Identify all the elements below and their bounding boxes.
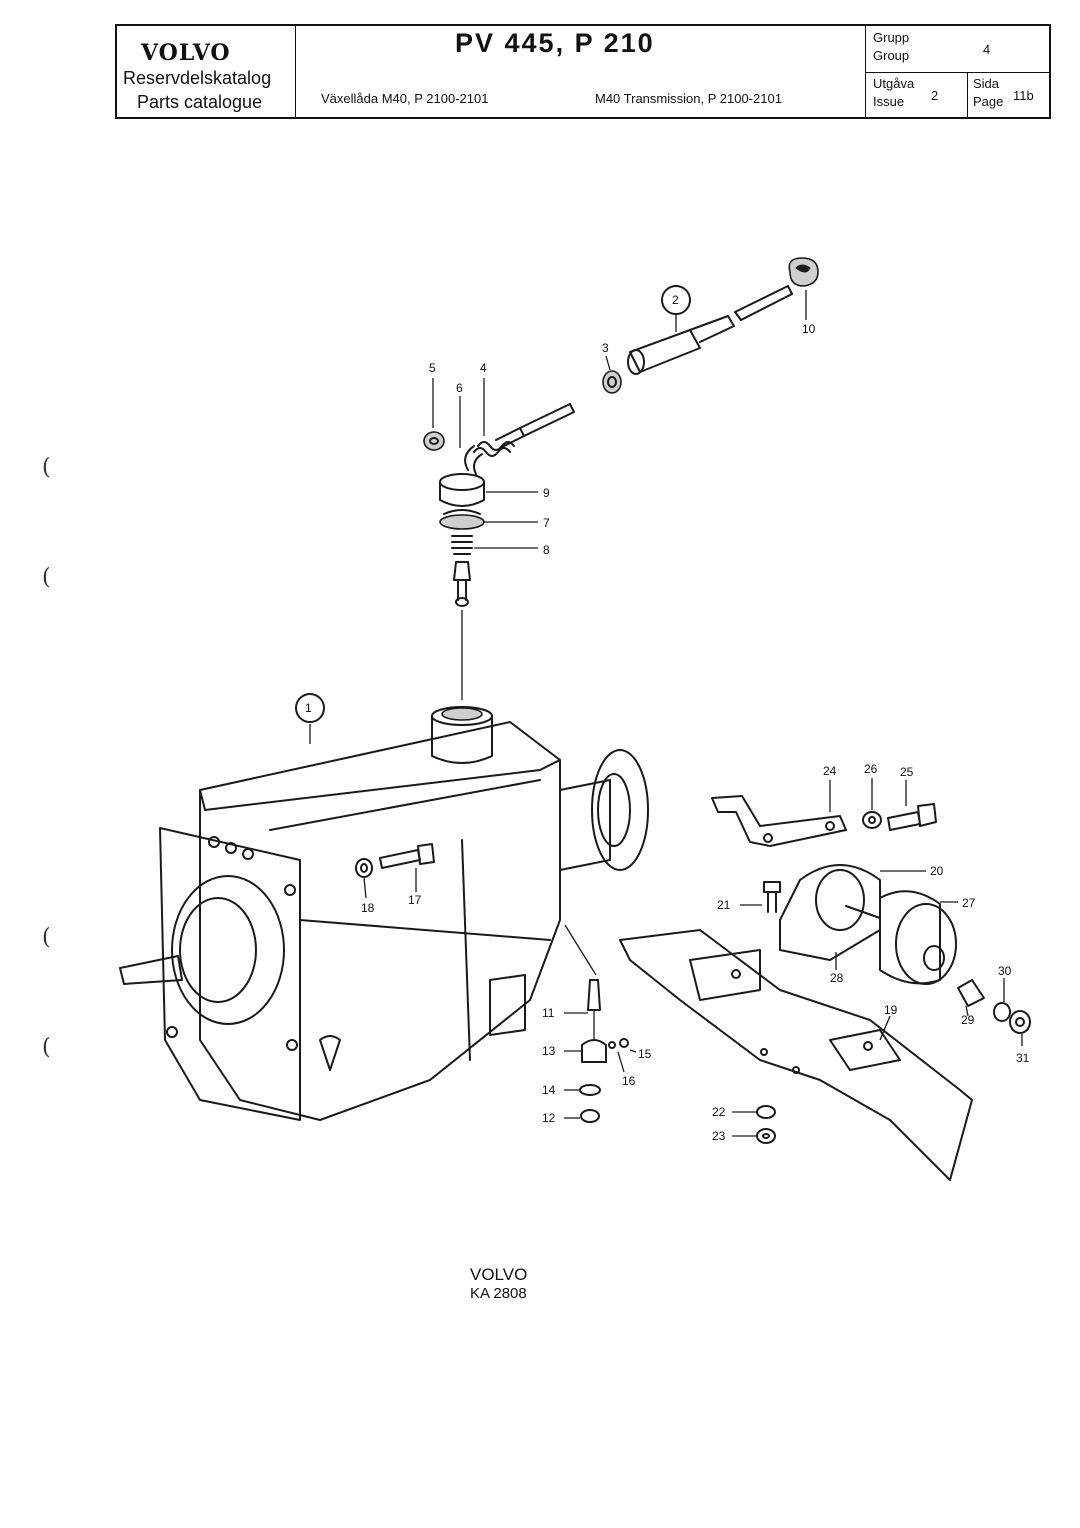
gear-lever-knob (788, 257, 819, 287)
washer-30 (993, 1002, 1011, 1022)
callout-13: 13 (542, 1044, 556, 1058)
callout-16: 16 (622, 1074, 636, 1088)
header-divider (865, 26, 866, 117)
callout-24: 24 (823, 764, 837, 778)
callout-2: 2 (672, 293, 679, 307)
callout-23: 23 (712, 1129, 726, 1143)
callout-8: 8 (543, 543, 550, 557)
callout-27: 27 (962, 896, 976, 910)
header-divider (967, 72, 968, 117)
callout-15: 15 (638, 1047, 652, 1061)
washer-26 (862, 811, 882, 829)
group-value: 4 (983, 42, 991, 57)
callout-17: 17 (408, 893, 422, 907)
issue-label-sv: Utgåva (873, 76, 915, 91)
gear-lever-sleeve (627, 315, 735, 375)
callout-9: 9 (543, 486, 550, 500)
nut-23 (756, 1128, 776, 1144)
lever-spring (473, 441, 515, 457)
bolt-17 (379, 843, 435, 869)
callout-3: 3 (602, 341, 609, 355)
callout-29: 29 (961, 1013, 975, 1027)
callout-25: 25 (900, 765, 914, 779)
spring-washer (602, 370, 622, 394)
catalog-header: VOLVO Reservdelskatalog Parts catalogue … (115, 24, 1051, 119)
footer-code: KA 2808 (470, 1285, 527, 1302)
rear-flange (559, 749, 649, 871)
nut-31 (1009, 1010, 1031, 1034)
gearbox-housing (119, 721, 561, 1121)
header-divider (295, 26, 296, 117)
catalog-title-sv: Reservdelskatalog (123, 68, 272, 88)
callout-11: 11 (542, 1006, 555, 1020)
issue-label-en: Issue (873, 94, 905, 109)
subtitle-sv: Växellåda M40, P 2100-2101 (321, 91, 489, 106)
callout-14: 14 (542, 1083, 556, 1097)
spring-8 (451, 535, 473, 555)
callout-30: 30 (998, 964, 1012, 978)
callout-12: 12 (542, 1111, 556, 1125)
callout-20: 20 (930, 864, 944, 878)
washer-5 (423, 431, 445, 451)
dust-cover-9 (439, 473, 485, 507)
callout-21: 21 (717, 898, 731, 912)
rubber-mount-20 (779, 864, 881, 961)
lever-lower-bend (464, 445, 483, 475)
page-value: 11b (1013, 88, 1034, 103)
callout-circle-2 (661, 285, 691, 315)
margin-mark: ( (42, 925, 51, 950)
header-divider (865, 72, 1049, 73)
footer-stamp: VOLVO KA 2808 (470, 1265, 527, 1302)
page-label-en: Page (973, 94, 1004, 109)
issue-value: 2 (931, 88, 939, 103)
callout-28: 28 (830, 971, 844, 985)
margin-mark: ( (42, 1035, 51, 1060)
callout-10: 10 (802, 322, 816, 336)
gear-lever-rod (495, 403, 575, 449)
cup-7 (439, 509, 485, 530)
bracket-24 (711, 795, 847, 847)
callout-7: 7 (543, 516, 550, 530)
callout-circle-1 (295, 693, 325, 723)
page-label-sv: Sida (973, 76, 1000, 91)
brand-logo-text: VOLVO (141, 40, 231, 66)
callout-31: 31 (1016, 1051, 1030, 1065)
margin-mark: ( (42, 455, 51, 480)
crossmember-19 (619, 929, 973, 1181)
callout-22: 22 (712, 1105, 726, 1119)
callout-1: 1 (305, 701, 312, 715)
callout-19: 19 (884, 1003, 898, 1017)
callout-5: 5 (429, 361, 436, 375)
gearbox-top-turret (431, 706, 493, 764)
callout-18: 18 (361, 901, 375, 915)
leader-lines (309, 290, 1023, 1137)
callout-26: 26 (864, 762, 878, 776)
model-title: PV 445, P 210 (455, 28, 655, 58)
subtitle-en: M40 Transmission, P 2100-2101 (595, 91, 782, 106)
catalog-title-en: Parts catalogue (137, 92, 263, 112)
group-label-sv: Grupp (873, 30, 910, 45)
spacer-29 (957, 979, 985, 1007)
bolt-21 (763, 881, 781, 913)
washer-22 (756, 1105, 776, 1119)
bolt-25 (887, 803, 937, 831)
gear-lever-upper (734, 285, 793, 321)
speedometer-drive (564, 924, 629, 1123)
rubber-cushion-27 (845, 890, 957, 985)
footer-brand: VOLVO (470, 1265, 528, 1284)
callout-4: 4 (480, 361, 487, 375)
callout-6: 6 (456, 381, 463, 395)
washer-18 (355, 858, 373, 878)
lever-lower-end (453, 561, 471, 700)
group-label-en: Group (873, 48, 910, 63)
margin-mark: ( (42, 565, 51, 590)
